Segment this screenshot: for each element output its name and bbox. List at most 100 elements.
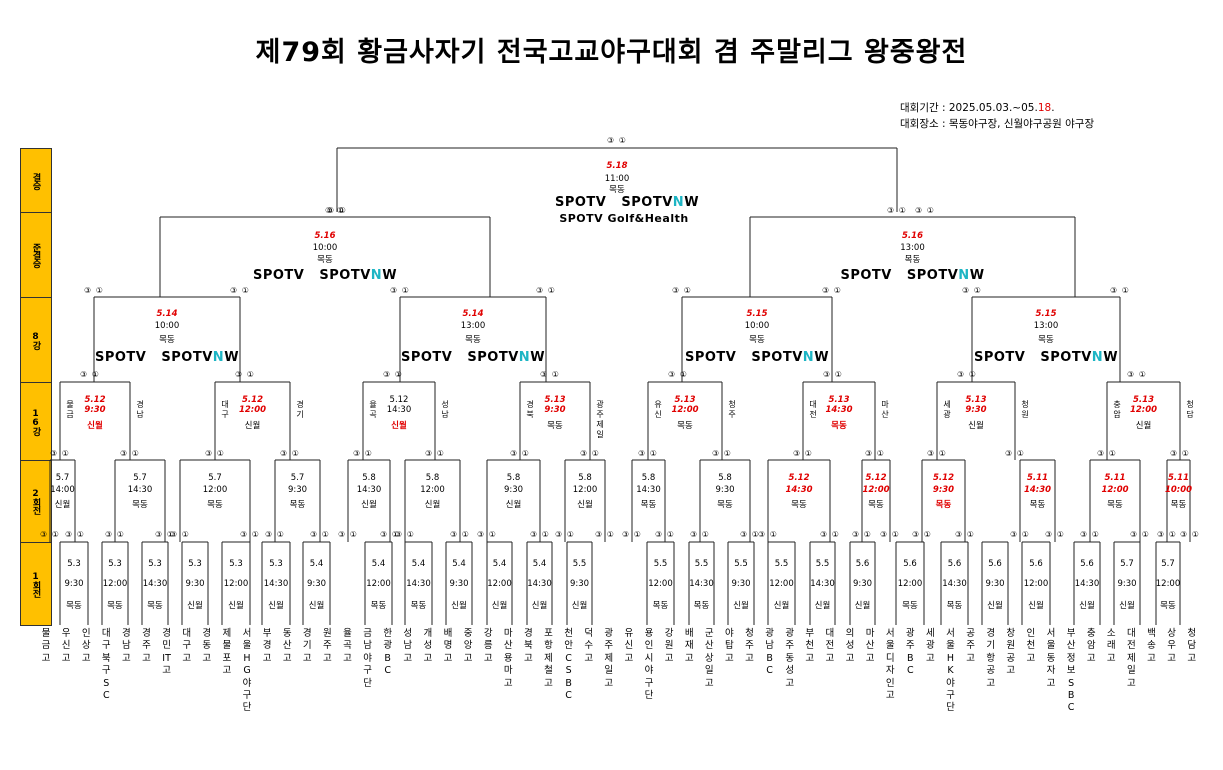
team-name: 부산정보SBC — [1066, 628, 1076, 714]
qf-date-3: 5.15 — [1035, 309, 1057, 319]
r2-mark: ③ ① — [450, 530, 470, 539]
r16-mark: ③ ① — [50, 449, 70, 458]
r1-time-11: 14:30 — [527, 579, 552, 589]
team-name: 경기항공고 — [986, 628, 996, 689]
r1-date-19: 5.6 — [903, 559, 917, 569]
team-name: 경동고 — [202, 628, 212, 664]
sf-date-0: 5.16 — [314, 231, 336, 241]
r1-date-11: 5.4 — [532, 559, 547, 569]
team-name: 강릉고 — [483, 628, 493, 664]
qf-venue-2: 목동 — [749, 335, 765, 345]
team-name: 인상고 — [81, 628, 91, 664]
r1-time-9: 9:30 — [449, 579, 469, 589]
r2-date-1: 5.7 — [133, 473, 147, 483]
r16-label: 충암 — [1113, 400, 1121, 419]
r2-venue-12: 목동 — [935, 500, 952, 510]
team-name: 배재고 — [684, 628, 694, 664]
r1-time-2: 14:30 — [142, 579, 168, 589]
r16-date-7: 5.13 — [1133, 395, 1154, 405]
r2-venue-1: 목동 — [132, 500, 148, 510]
r16-date-2: 5.12 — [389, 395, 409, 405]
broadcast-logo-qf-1: SPOTV SPOTVNW — [400, 350, 546, 365]
team-name: 강원고 — [664, 628, 674, 664]
r2-mark: ③ ① — [477, 530, 497, 539]
qf-venue-3: 목동 — [1038, 335, 1054, 345]
r2-time-14: 12:00 — [1101, 485, 1129, 495]
r16-venue-1: 신월 — [244, 421, 261, 431]
r16-time-4: 12:00 — [671, 405, 699, 415]
r1-venue-23: 신월 — [1079, 601, 1095, 611]
team-name: 경남고 — [122, 628, 131, 664]
r16-mark: ③ ① — [668, 370, 688, 379]
r1-venue-25: 목동 — [1160, 601, 1176, 611]
r1-venue-19: 목동 — [902, 601, 918, 611]
r1-time-17: 14:30 — [810, 579, 835, 589]
r1-venue-10: 신월 — [491, 601, 508, 611]
r1-time-1: 12:00 — [102, 579, 128, 589]
r2-mark: ③ ① — [265, 530, 285, 539]
r2-mark: ③ ① — [690, 530, 710, 539]
round-label-4: 2회전 — [20, 460, 52, 543]
team-name: 금남야구단 — [363, 628, 372, 689]
r16-time-1: 12:00 — [238, 405, 267, 415]
qf-venue-1: 목동 — [465, 335, 481, 345]
r16-label: 성남 — [441, 400, 449, 419]
r1-venue-15: 신월 — [733, 601, 749, 611]
r2-mark: ③ ① — [912, 530, 932, 539]
sf-venue-1: 목동 — [904, 255, 921, 265]
r1-date-1: 5.3 — [108, 559, 122, 569]
r1-time-19: 12:00 — [897, 579, 923, 589]
r16-mark: ③ ① — [383, 370, 403, 379]
r1-time-15: 9:30 — [731, 579, 751, 589]
r1-time-3: 9:30 — [185, 579, 205, 589]
team-name: 한광BC — [383, 628, 393, 677]
team-name: 서울HK야구단 — [946, 628, 955, 714]
r2-venue-4: 신월 — [361, 500, 377, 510]
team-name: 광주제일고 — [604, 628, 614, 689]
r2-time-0: 14:00 — [50, 485, 75, 495]
r16-mark: ③ ① — [1127, 370, 1147, 379]
r1-venue-22: 신월 — [1028, 601, 1044, 611]
r16-time-6: 9:30 — [965, 405, 987, 415]
r16-venue-0: 신월 — [87, 421, 103, 431]
r2-date-15: 5.11 — [1168, 473, 1189, 483]
r1-date-22: 5.6 — [1029, 559, 1043, 569]
r1-venue-3: 신월 — [187, 601, 203, 611]
r2-mark: ③ ① — [1045, 530, 1065, 539]
r2-time-7: 12:00 — [572, 485, 598, 495]
r1-time-5: 14:30 — [263, 579, 289, 589]
r2-mark: ③ ① — [310, 530, 330, 539]
qf-mark: ③ ① — [822, 286, 842, 295]
r2-mark: ③ ① — [1130, 530, 1150, 539]
r1-date-6: 5.4 — [309, 559, 324, 569]
r1-time-22: 12:00 — [1023, 579, 1049, 589]
sf-mark: ③ ① — [327, 206, 347, 215]
r2-time-1: 14:30 — [127, 485, 153, 495]
team-name: 대전고 — [825, 628, 835, 664]
r16-venue-5: 목동 — [831, 421, 847, 431]
qf-date-0: 5.14 — [156, 309, 178, 319]
r16-date-4: 5.13 — [674, 395, 696, 405]
r16-time-5: 14:30 — [825, 405, 853, 415]
team-name: 대구고 — [182, 628, 192, 664]
r16-mark: ③ ① — [580, 449, 600, 458]
team-name: 의성고 — [845, 628, 855, 664]
team-name: 용인시야구단 — [644, 628, 654, 702]
r1-time-24: 9:30 — [1117, 579, 1137, 589]
r2-mark: ③ ① — [65, 530, 85, 539]
venue-text: 대회장소 : 목동야구장, 신월야구공원 야구장 — [900, 118, 1095, 130]
r1-venue-16: 신월 — [773, 601, 790, 611]
r1-date-18: 5.6 — [855, 559, 870, 569]
team-name: 율곡고 — [343, 628, 352, 664]
qf-time-2: 10:00 — [744, 321, 770, 331]
team-name: 경주고 — [142, 628, 151, 664]
r1-time-4: 12:00 — [223, 579, 249, 589]
r16-mark: ③ ① — [865, 449, 885, 458]
team-name: 배명고 — [443, 628, 453, 664]
r16-mark: ③ ① — [510, 449, 530, 458]
r2-mark: ③ ① — [1180, 530, 1200, 539]
r2-mark: ③ ① — [740, 530, 760, 539]
team-name: 제물포고 — [222, 628, 232, 677]
team-name: 경민IT고 — [162, 628, 171, 677]
r16-label: 청담 — [1186, 400, 1194, 419]
